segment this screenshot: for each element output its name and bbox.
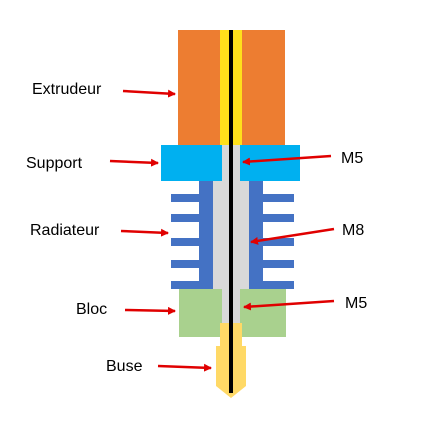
filament-core-line (229, 30, 233, 393)
label-radiator: Radiateur (30, 222, 100, 239)
arrow-nozzle (157, 363, 212, 372)
arrow-block (124, 306, 176, 315)
arrow-thread-block (243, 299, 335, 311)
label-extruder: Extrudeur (32, 81, 102, 98)
arrow-thread-radiator (250, 227, 335, 245)
label-support: Support (26, 155, 83, 172)
arrow-extruder (122, 89, 176, 98)
label-nozzle: Buse (106, 358, 143, 375)
label-thread-support: M5 (341, 150, 364, 167)
arrow-radiator (120, 228, 169, 237)
arrow-support (109, 158, 159, 167)
label-thread-block: M5 (345, 295, 368, 312)
label-thread-radiator: M8 (342, 222, 365, 239)
arrow-thread-support (242, 154, 332, 166)
label-block: Bloc (76, 301, 108, 318)
